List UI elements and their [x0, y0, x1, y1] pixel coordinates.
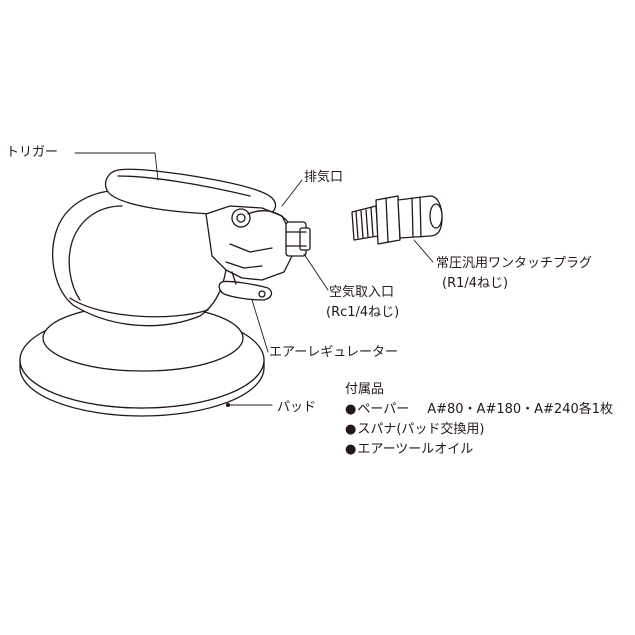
accessory-item: ●エアーツールオイル [345, 440, 613, 460]
bullet-icon: ● [345, 402, 357, 417]
leader-regulator [251, 299, 269, 353]
intake-fitting [285, 221, 311, 257]
label-trigger: トリガー [6, 145, 59, 160]
air-regulator [218, 271, 273, 301]
accessory-name: スパナ(パッド交換用) [357, 422, 485, 437]
label-air-intake: 空気取入口 [329, 285, 395, 300]
accessory-name: ペーパー [357, 402, 410, 417]
leader-intake [303, 253, 329, 291]
one-touch-plug [351, 195, 443, 245]
label-plug: 常圧汎用ワンタッチプラグ [436, 256, 593, 271]
accessories-heading: 付属品 [345, 382, 385, 397]
leader-trigger-drop [154, 152, 159, 181]
accessory-item: ●ペーパー A#80・A#180・A#240各1枚 [345, 400, 613, 420]
leader-pad-dot [225, 402, 231, 408]
label-plug-thread: (R1/4ねじ) [442, 276, 509, 291]
valve-head [205, 205, 293, 281]
label-pad: パッド [277, 400, 317, 415]
label-air-regulator: エアーレギュレーター [269, 345, 398, 360]
bullet-icon: ● [345, 422, 357, 437]
accessory-detail: A#80・A#180・A#240各1枚 [427, 402, 614, 417]
pad-disc [19, 304, 265, 417]
label-air-intake-thread: (Rc1/4ねじ) [326, 305, 400, 320]
leader-plug [413, 239, 434, 263]
label-exhaust: 排気口 [304, 170, 344, 185]
leader-exhaust [281, 179, 303, 207]
bullet-icon: ● [345, 442, 357, 457]
accessory-name: エアーツールオイル [357, 442, 474, 457]
trigger-lever [104, 168, 277, 215]
accessory-item: ●スパナ(パッド交換用) [345, 420, 613, 440]
leader-lines [74, 152, 434, 408]
